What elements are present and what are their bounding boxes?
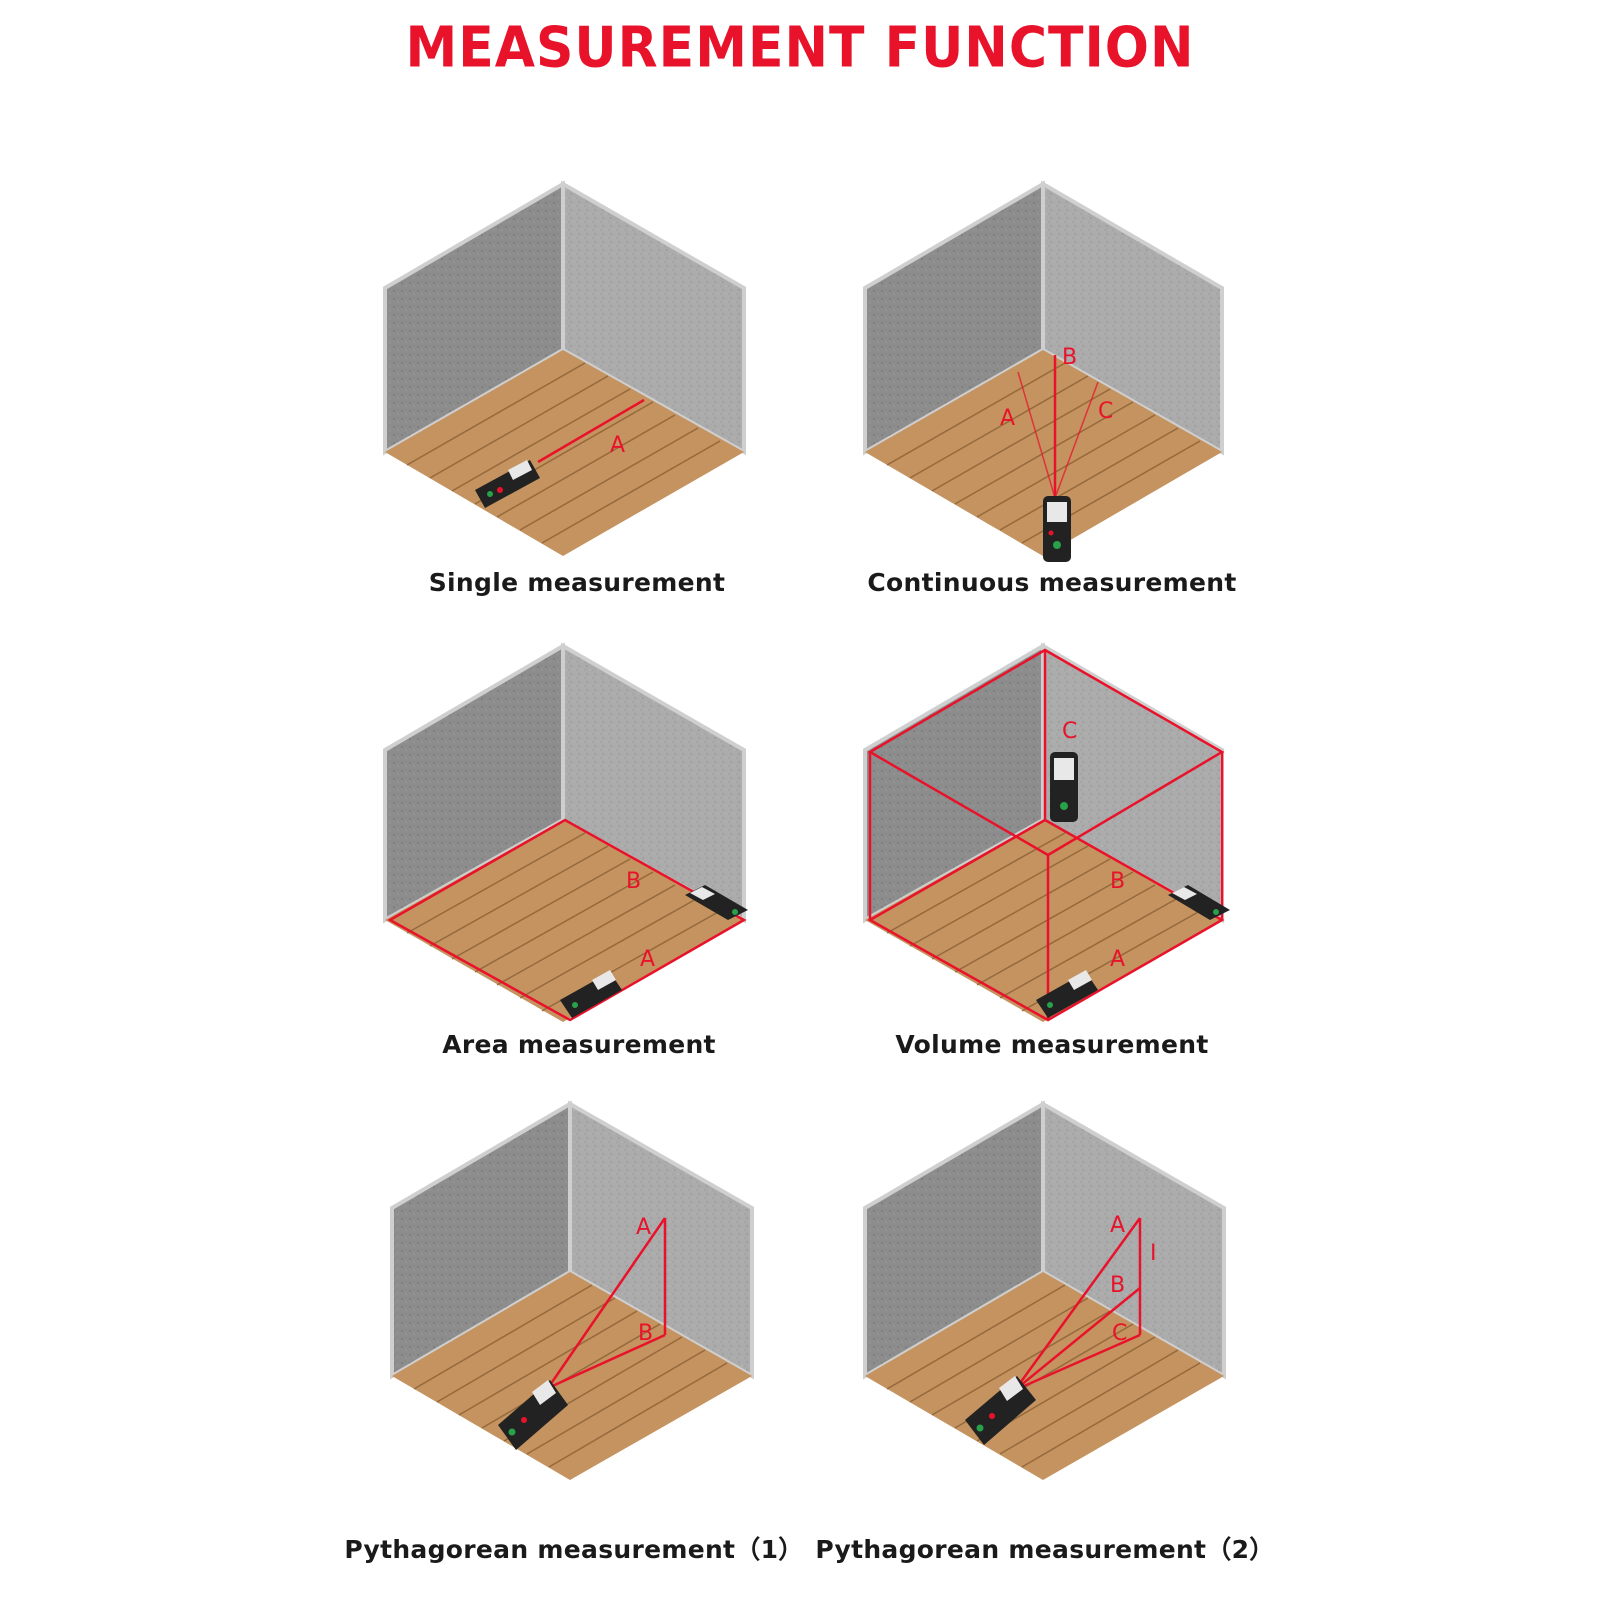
caption-pythagorean-1: Pythagorean measurement（1） <box>344 1535 804 1564</box>
laser-meter-icon <box>1036 970 1098 1018</box>
label-a: A <box>1000 406 1015 431</box>
label-c: C <box>1112 1321 1127 1346</box>
caption-volume: Volume measurement <box>895 1030 1209 1059</box>
page-title: MEASUREMENT FUNCTION <box>405 15 1195 81</box>
label-c: C <box>1062 719 1077 744</box>
label-a: A <box>640 947 655 972</box>
caption-continuous: Continuous measurement <box>867 568 1237 597</box>
label-b: B <box>1110 1273 1125 1298</box>
caption-area: Area measurement <box>442 1030 716 1059</box>
laser-meter-icon <box>1050 752 1078 822</box>
caption-pythagorean-2: Pythagorean measurement（2） <box>815 1535 1275 1564</box>
label-a: A <box>636 1215 651 1240</box>
label-a: A <box>1110 947 1125 972</box>
label-b: B <box>638 1321 653 1346</box>
label-b: B <box>626 869 641 894</box>
laser-meter-icon <box>498 1380 568 1450</box>
laser-meter-icon <box>560 970 622 1018</box>
label-b: B <box>1062 345 1077 370</box>
label-i: I <box>1150 1241 1157 1266</box>
laser-meter-icon <box>1043 496 1071 562</box>
label-a: A <box>1110 1213 1125 1238</box>
label-c: C <box>1098 399 1113 424</box>
label-a: A <box>610 433 625 458</box>
caption-single: Single measurement <box>428 568 726 597</box>
label-b: B <box>1110 869 1125 894</box>
laser-meter-icon <box>1168 885 1230 920</box>
laser-meter-icon <box>685 885 748 920</box>
laser-meter-icon <box>965 1376 1036 1445</box>
laser-meter-icon <box>475 460 540 508</box>
